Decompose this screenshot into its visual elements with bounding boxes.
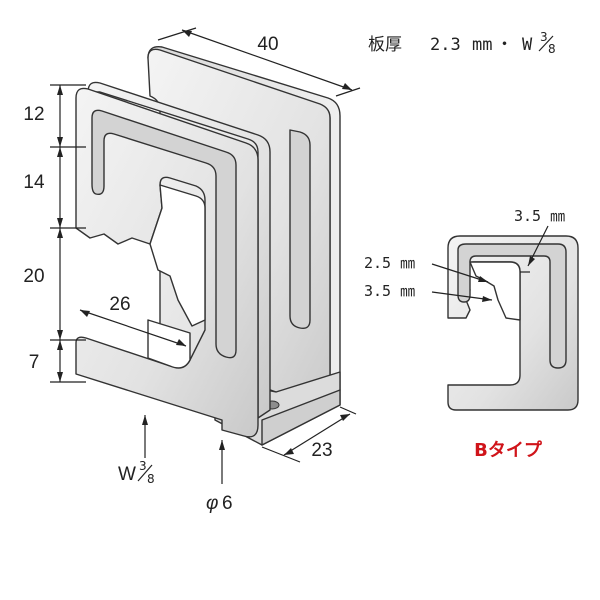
spec-header: 板厚 2.3 mm ・ W 3 8 [368, 30, 556, 56]
spec-separator: ・ [496, 35, 513, 55]
depth-label: 23 [311, 440, 332, 461]
w-prefix: W [522, 35, 533, 55]
bolt-frac-den: 8 [147, 472, 155, 486]
dim-depth [261, 406, 357, 463]
bolt-frac-num: 3 [139, 459, 147, 473]
leader-bolt [142, 415, 148, 458]
hole-symbol: φ [206, 493, 218, 514]
detail-tooth-c: 3.5 ㎜ [364, 282, 415, 300]
w-frac-num: 3 [540, 30, 548, 44]
detail-tooth-b: 2.5 ㎜ [364, 254, 415, 272]
w-frac-den: 8 [548, 42, 556, 56]
dim-vertical-chain [50, 84, 86, 383]
dim-inner-width [79, 309, 187, 347]
thickness-label: 板厚 [368, 35, 402, 55]
b-type-caption: Bタイプ [474, 439, 543, 461]
width-top-label: 40 [257, 34, 278, 55]
inner-width-label: 26 [109, 294, 130, 315]
h1-label: 12 [23, 104, 44, 125]
middle-plate [87, 81, 271, 419]
dim-width-top [157, 27, 361, 97]
h2-label: 14 [23, 172, 45, 193]
bolt-prefix-label: W [118, 464, 136, 485]
hole-value: 6 [222, 493, 233, 514]
h4-label: 7 [29, 352, 40, 373]
detail-tooth-a: 3.5 ㎜ [514, 207, 565, 225]
thickness-unit: mm [472, 35, 492, 55]
leader-hole [219, 440, 225, 484]
front-plate [75, 87, 259, 438]
thickness-value: 2.3 [430, 35, 461, 55]
h3-label: 20 [23, 266, 44, 287]
detail-leaders [431, 225, 549, 302]
b-type-detail [447, 235, 579, 411]
